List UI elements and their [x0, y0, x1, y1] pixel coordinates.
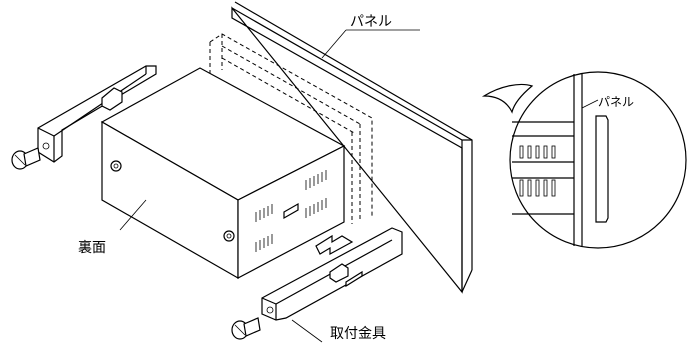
upper-screw: [11, 147, 41, 170]
body-screw-hole-right: [223, 230, 235, 242]
rear-label: 裏面: [78, 239, 106, 256]
lower-screw: [231, 317, 261, 340]
upper-bracket: [37, 65, 157, 163]
rear-leader: [119, 199, 147, 231]
rear-slot: [283, 202, 299, 220]
panel-leader: [321, 29, 347, 59]
insert-arrow: [315, 234, 354, 256]
vent-slots-upper: [255, 170, 327, 222]
lower-bracket: [261, 227, 403, 321]
hidden-outline: [209, 33, 373, 224]
vent-slots-lower: [255, 198, 327, 252]
detail-callout: パネル: [481, 71, 687, 249]
detail-panel-label: パネル: [598, 95, 634, 109]
bracket-label: 取付金具: [330, 326, 386, 342]
detail-slots-lower: [519, 179, 556, 197]
bracket-leader: [291, 319, 323, 343]
instrument-body: [100, 67, 346, 280]
body-screw-hole-left: [110, 160, 122, 172]
panel-label: パネル: [350, 14, 392, 30]
detail-slots-upper: [519, 145, 556, 159]
panel: [231, 1, 473, 294]
